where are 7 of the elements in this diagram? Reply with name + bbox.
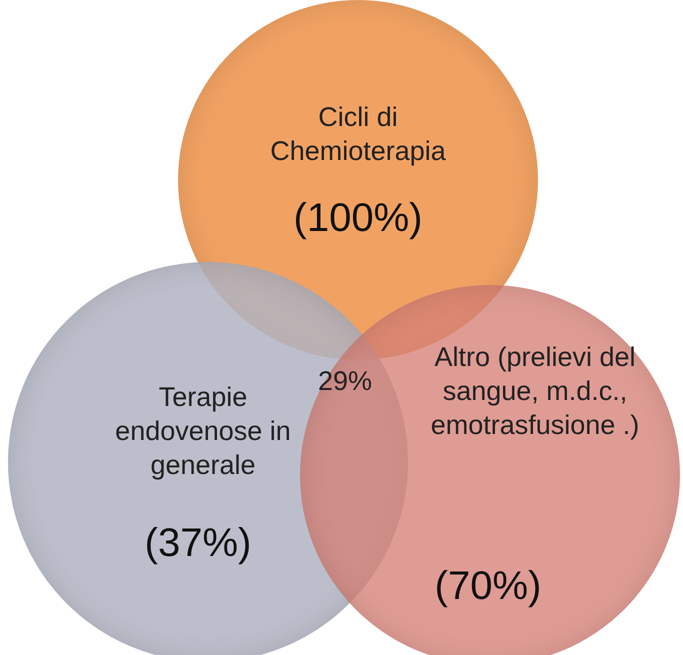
percentage-label: (70%)	[434, 563, 542, 609]
percentage-label: (37%)	[144, 520, 252, 566]
intersection-label: 29%	[318, 366, 372, 397]
percentage-label: (100%)	[294, 195, 422, 241]
set-label: Cicli di Chemioterapia	[269, 101, 447, 168]
set-label: Terapie endovenose in generale	[114, 381, 292, 482]
set-label: Altro (prelievi del sangue, m.d.c., emotrasfusione .)	[430, 341, 640, 442]
